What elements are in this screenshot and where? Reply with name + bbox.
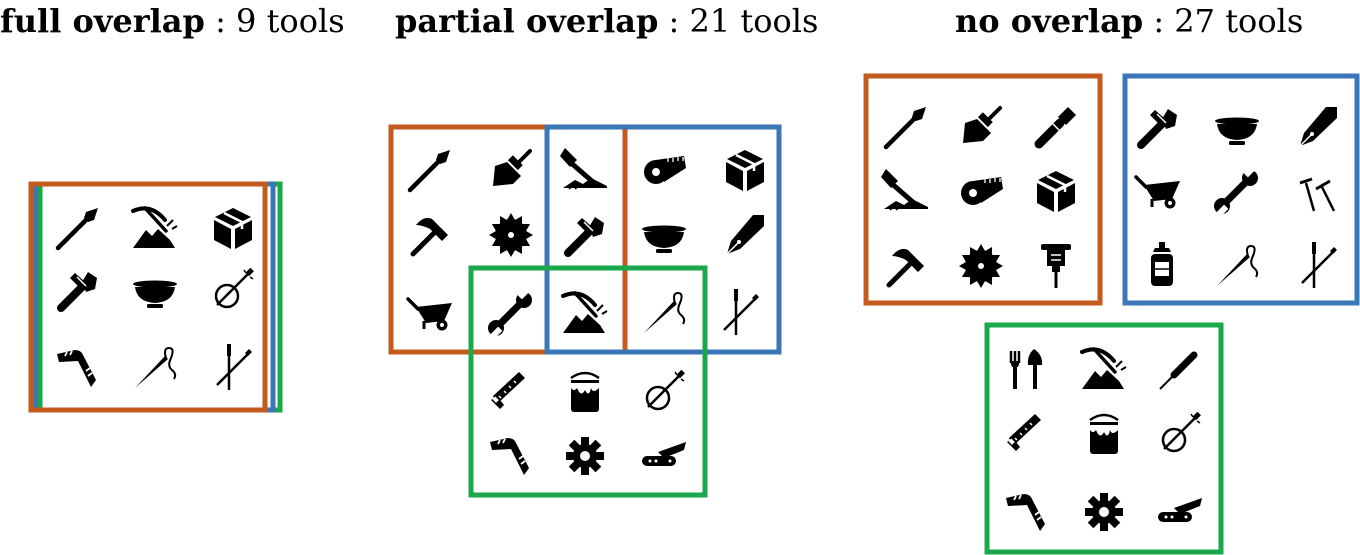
- spear-icon: [410, 150, 450, 190]
- box-orange: [863, 73, 1103, 306]
- banjo-icon: [645, 368, 687, 411]
- brush-icon: [961, 106, 1002, 145]
- pen-nib-icon: [726, 214, 765, 255]
- banjo-icon: [1161, 410, 1203, 453]
- stone-axe-icon: [61, 272, 97, 308]
- title-count: : 9 tools: [204, 2, 345, 40]
- wrench-icon: [1214, 165, 1258, 218]
- box-green: [468, 265, 708, 498]
- pickaxe-icon: [1080, 347, 1128, 391]
- nails-icon: [1298, 177, 1336, 213]
- pickaxe-icon: [131, 206, 179, 250]
- glue-bottle-icon: [1150, 241, 1174, 287]
- panel-title-partial-overlap: partial overlap : 21 tools: [395, 1, 818, 41]
- tool-grid: [881, 106, 1339, 532]
- title-bold: full overlap: [0, 2, 205, 40]
- jackhammer-icon: [1040, 243, 1072, 289]
- gear-icon: [1085, 493, 1123, 531]
- needle-thread-icon: [643, 292, 686, 334]
- title-bold: partial overlap: [395, 2, 659, 40]
- panel-title-full-overlap: full overlap : 9 tools: [0, 1, 345, 41]
- hand-saw-icon: [1006, 413, 1042, 452]
- brush-icon: [491, 149, 532, 188]
- box-icon: [212, 206, 254, 251]
- chopsticks-icon: [215, 342, 254, 392]
- box-icon: [1035, 169, 1077, 214]
- bowl-icon: [1215, 117, 1259, 145]
- title-bold: no overlap: [955, 2, 1144, 40]
- needle-thread-icon: [134, 347, 177, 389]
- wheelbarrow-icon: [1134, 175, 1182, 211]
- chopsticks-icon: [722, 287, 761, 337]
- banjo-icon: [214, 266, 256, 309]
- hammer-icon: [889, 249, 924, 285]
- wheelbarrow-icon: [406, 297, 454, 333]
- boomerang-icon: [56, 349, 97, 388]
- chopsticks-icon: [1300, 240, 1339, 290]
- needle-thread-icon: [1216, 245, 1259, 287]
- fork-trowel-icon: [1008, 347, 1044, 391]
- spear-icon: [58, 208, 98, 248]
- title-count: : 27 tools: [1143, 2, 1304, 40]
- panel-partial-overlap: [388, 124, 782, 498]
- stone-axe-icon: [568, 217, 604, 253]
- saw-blade-icon: [489, 213, 533, 257]
- wrench-icon: [488, 287, 532, 340]
- flashlight-icon: [1039, 107, 1076, 144]
- box-blue: [544, 124, 782, 355]
- pocket-knife-icon: [1158, 498, 1202, 522]
- panel-title-no-overlap: no overlap : 27 tools: [955, 1, 1303, 41]
- hand-saw-icon: [490, 371, 526, 410]
- tape-measure-icon: [960, 176, 1004, 206]
- boomerang-icon: [1005, 493, 1046, 532]
- bowl-icon: [133, 280, 177, 308]
- panel-full-overlap: [28, 181, 283, 413]
- pickaxe-icon: [561, 291, 609, 335]
- panel-no-overlap: [863, 73, 1360, 555]
- box-orange: [28, 181, 268, 413]
- tape-measure-icon: [643, 155, 687, 185]
- stone-axe-icon: [1141, 109, 1177, 145]
- pen-nib-icon: [1299, 106, 1338, 147]
- mallet-icon: [560, 148, 607, 189]
- box-blue: [1122, 73, 1360, 306]
- screwdriver-icon: [1160, 355, 1194, 389]
- gear-icon: [566, 437, 604, 475]
- title-count: : 21 tools: [658, 2, 819, 40]
- hammer-icon: [413, 218, 448, 254]
- box-icon: [724, 148, 766, 193]
- tool-grid: [406, 148, 766, 476]
- pocket-knife-icon: [642, 442, 686, 466]
- bowl-icon: [642, 225, 686, 253]
- box-orange: [388, 124, 628, 355]
- paint-can-icon: [569, 371, 601, 414]
- spear-icon: [886, 107, 926, 147]
- box-green: [984, 322, 1224, 555]
- boomerang-icon: [489, 437, 530, 476]
- saw-blade-icon: [959, 244, 1003, 288]
- tool-grid: [56, 206, 256, 392]
- mallet-icon: [881, 169, 928, 210]
- paint-can-icon: [1088, 413, 1120, 456]
